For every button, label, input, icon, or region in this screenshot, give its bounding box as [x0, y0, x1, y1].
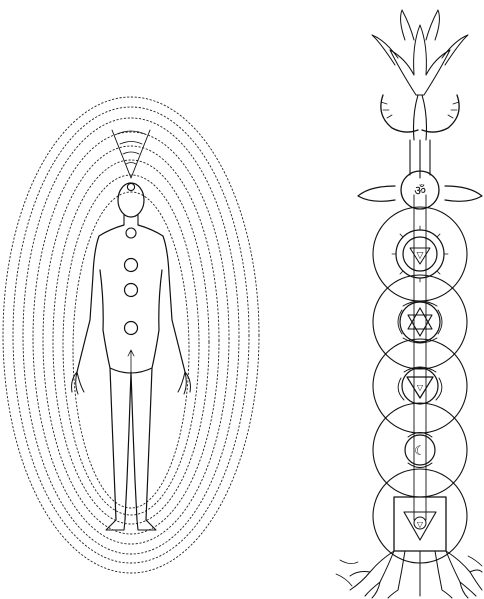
svadhisthana-symbol: ☾: [414, 444, 426, 459]
chakra-svadhisthana: ☾: [405, 433, 435, 468]
human-figure: [72, 183, 191, 530]
crown-rays: [112, 130, 150, 178]
lotus-crown: [372, 10, 468, 178]
chakra-vishuddha: ▽: [392, 226, 448, 282]
crown-point: [127, 183, 134, 190]
nadi-channels: [414, 195, 426, 520]
chakra-column: ॐ ▽ ▽: [336, 10, 482, 598]
energy-points: [125, 183, 138, 334]
muladhara-symbol: ▽: [417, 520, 424, 529]
ajna-symbol: ॐ: [414, 184, 426, 199]
vishuddha-symbol: ▽: [417, 251, 424, 261]
roots: [336, 551, 482, 598]
navel-point: [125, 322, 138, 335]
chakra-manipura: ▽: [398, 367, 442, 404]
chakra-anahata: [398, 301, 442, 343]
heart-point: [125, 259, 138, 272]
manipura-symbol: ▽: [417, 383, 424, 392]
solar-point: [125, 284, 138, 297]
aura-figure: [3, 97, 259, 573]
chakra-muladhara: ▽: [394, 497, 446, 551]
throat-point: [126, 228, 136, 238]
